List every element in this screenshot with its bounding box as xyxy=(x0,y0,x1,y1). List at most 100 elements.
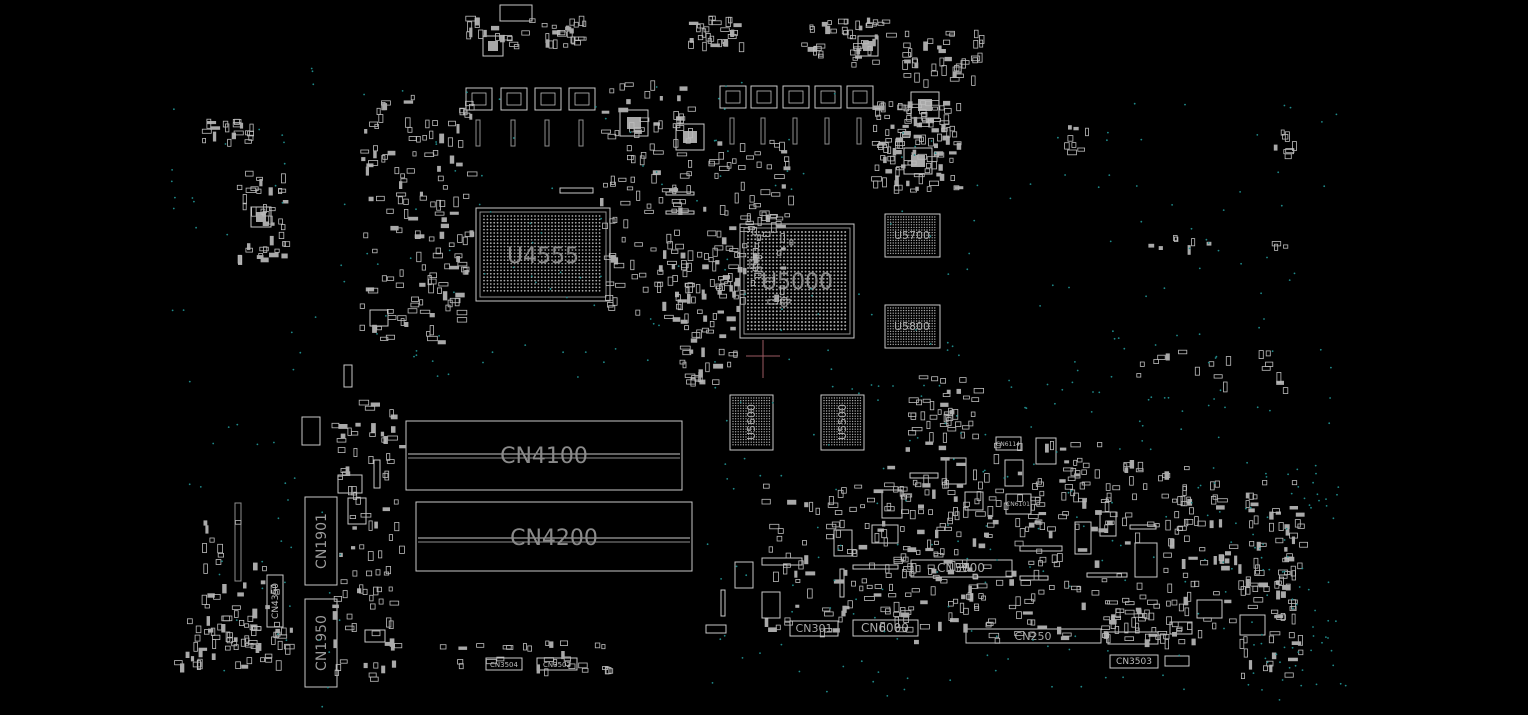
smd-passive xyxy=(289,627,293,633)
via xyxy=(1240,262,1242,265)
bga-ball xyxy=(833,444,836,446)
connector-cn4200[interactable]: CN4200 xyxy=(415,501,693,572)
bga-ball xyxy=(913,309,915,312)
smd-passive xyxy=(731,29,735,35)
connector-cn1950[interactable]: CN1950 xyxy=(304,598,338,688)
connector-cn1901[interactable]: CN1901 xyxy=(304,496,338,586)
bga-ball xyxy=(797,277,800,280)
bga-ball xyxy=(598,255,601,258)
connector-cn3503[interactable]: CN3503 xyxy=(1109,654,1159,669)
bga-ball xyxy=(564,252,567,255)
mosfet-pad xyxy=(820,90,836,104)
bga-ball xyxy=(561,242,564,245)
chip-u5500[interactable]: U5500 xyxy=(820,394,865,451)
bga-ball xyxy=(908,307,910,309)
bga-ball xyxy=(921,239,923,242)
bga-ball xyxy=(585,228,587,231)
via xyxy=(842,665,845,668)
bga-ball xyxy=(833,270,836,273)
bga-ball xyxy=(571,276,574,279)
bga-ball xyxy=(825,410,828,412)
smd-passive xyxy=(449,265,459,270)
bga-ball xyxy=(510,232,513,234)
bga-ball xyxy=(537,276,540,279)
bga-ball xyxy=(530,272,533,275)
bga-ball xyxy=(833,402,836,404)
smd-passive xyxy=(925,441,934,445)
smd-passive xyxy=(949,77,960,82)
smd-passive xyxy=(708,257,714,263)
bga-ball xyxy=(928,309,931,312)
bga-ball xyxy=(833,238,836,241)
smd-passive xyxy=(1245,578,1250,588)
smd-passive xyxy=(458,646,468,650)
connector-label-cn1950: CN1950 xyxy=(314,615,330,671)
bga-ball xyxy=(889,229,892,231)
bga-ball xyxy=(804,277,807,280)
chip-u5700[interactable]: U5700 xyxy=(884,213,941,258)
bga-ball xyxy=(793,328,796,331)
smd-passive xyxy=(340,579,348,585)
bga-ball xyxy=(534,235,536,238)
bga-ball xyxy=(520,238,523,241)
bga-ball xyxy=(740,444,742,446)
bga-ball xyxy=(826,317,829,320)
bga-ball xyxy=(833,295,836,298)
bga-ball xyxy=(895,234,897,236)
bga-ball xyxy=(557,283,560,285)
via xyxy=(579,276,582,279)
smd-passive xyxy=(1243,636,1248,644)
chip-u4555[interactable]: U4555 xyxy=(475,207,611,302)
via xyxy=(1294,664,1297,667)
bga-ball xyxy=(931,328,933,330)
via xyxy=(1176,334,1178,337)
smd-passive xyxy=(651,173,657,184)
smd-passive xyxy=(222,584,227,594)
smd-passive xyxy=(1081,481,1091,486)
bga-ball xyxy=(910,237,913,239)
bga-ball xyxy=(747,292,749,295)
connector-cn250[interactable]: CN250 xyxy=(965,628,1102,644)
via xyxy=(696,199,698,202)
via xyxy=(1224,406,1226,409)
bga-ball xyxy=(779,295,782,298)
bga-ball xyxy=(568,242,570,245)
bga-ball xyxy=(844,317,847,320)
connector-cn6101[interactable]: CN6101 xyxy=(1005,493,1032,515)
smd-passive xyxy=(403,198,409,205)
bga-ball xyxy=(554,255,557,258)
bga-ball xyxy=(836,397,838,399)
bga-ball xyxy=(900,325,902,327)
bga-ball xyxy=(910,247,913,249)
bga-ball xyxy=(826,274,829,277)
bga-ball xyxy=(808,303,811,305)
bga-ball xyxy=(530,289,533,292)
bga-ball xyxy=(540,215,543,217)
bga-ball xyxy=(815,288,818,291)
chip-u5600[interactable]: U5600 xyxy=(729,394,774,451)
smd-passive xyxy=(920,600,928,605)
via xyxy=(413,355,415,358)
bga-ball xyxy=(915,330,918,333)
chip-u5800[interactable]: U5800 xyxy=(884,304,941,349)
bga-ball xyxy=(534,238,536,241)
chip-u5000[interactable]: U5000 xyxy=(739,223,855,339)
bga-ball xyxy=(923,234,926,236)
connector-cn4100[interactable]: CN4100 xyxy=(405,420,683,491)
bga-ball xyxy=(918,322,920,325)
connector-cn4350[interactable]: CN4350 xyxy=(266,574,284,628)
bga-ball xyxy=(742,399,745,402)
connector-cn3000[interactable]: CN3000 xyxy=(910,559,1013,578)
bga-ball xyxy=(486,221,489,224)
smd-passive xyxy=(978,543,986,549)
bga-ball xyxy=(825,444,828,446)
bga-ball xyxy=(902,218,905,221)
bga-ball xyxy=(520,245,523,248)
smd-passive xyxy=(1129,460,1135,469)
via xyxy=(957,540,959,543)
smd-passive xyxy=(929,414,938,420)
bga-ball xyxy=(598,252,601,255)
bga-ball xyxy=(928,315,931,317)
smd-passive xyxy=(733,23,742,28)
